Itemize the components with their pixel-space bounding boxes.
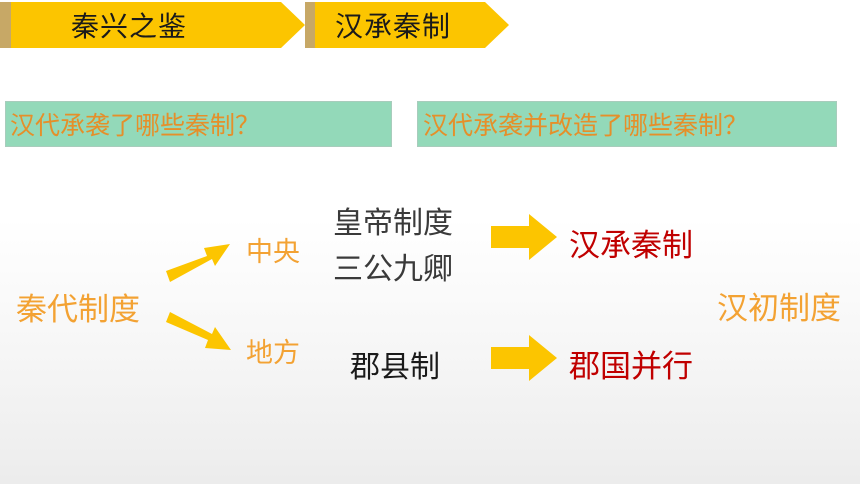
arrow-to-central-icon [166, 244, 230, 282]
question-box-2: 汉代承袭并改造了哪些秦制？ [417, 101, 837, 147]
question-text: 汉代承袭了哪些秦制？ [10, 111, 261, 140]
arrow-right-local-icon [491, 335, 557, 381]
tab-qin-xing-zhi-jian[interactable]: 秦兴之鉴 [0, 2, 305, 48]
central-item: 三公九卿 [333, 252, 453, 287]
central-result: 汉承秦制 [569, 228, 693, 264]
question-text: 汉代承袭并改造了哪些秦制？ [423, 111, 749, 140]
tab-accent-stripe [0, 2, 11, 48]
arrow-to-local-icon [166, 312, 231, 350]
diagram-summary-label: 汉初制度 [717, 291, 841, 327]
local-item: 郡县制 [350, 350, 440, 385]
question-box-1: 汉代承袭了哪些秦制？ [5, 101, 392, 147]
tab-label: 汉承秦制 [335, 10, 452, 43]
tab-accent-stripe [305, 2, 315, 48]
diagram-root-label: 秦代制度 [16, 292, 140, 328]
arrow-right-central-icon [491, 214, 557, 260]
branch-central-label: 中央 [246, 237, 300, 268]
central-item: 皇帝制度 [333, 206, 453, 241]
branch-local-label: 地方 [246, 338, 300, 369]
tab-label: 秦兴之鉴 [71, 10, 188, 43]
local-result: 郡国并行 [569, 349, 693, 385]
tab-han-cheng-qin-zhi[interactable]: 汉承秦制 [305, 2, 509, 48]
